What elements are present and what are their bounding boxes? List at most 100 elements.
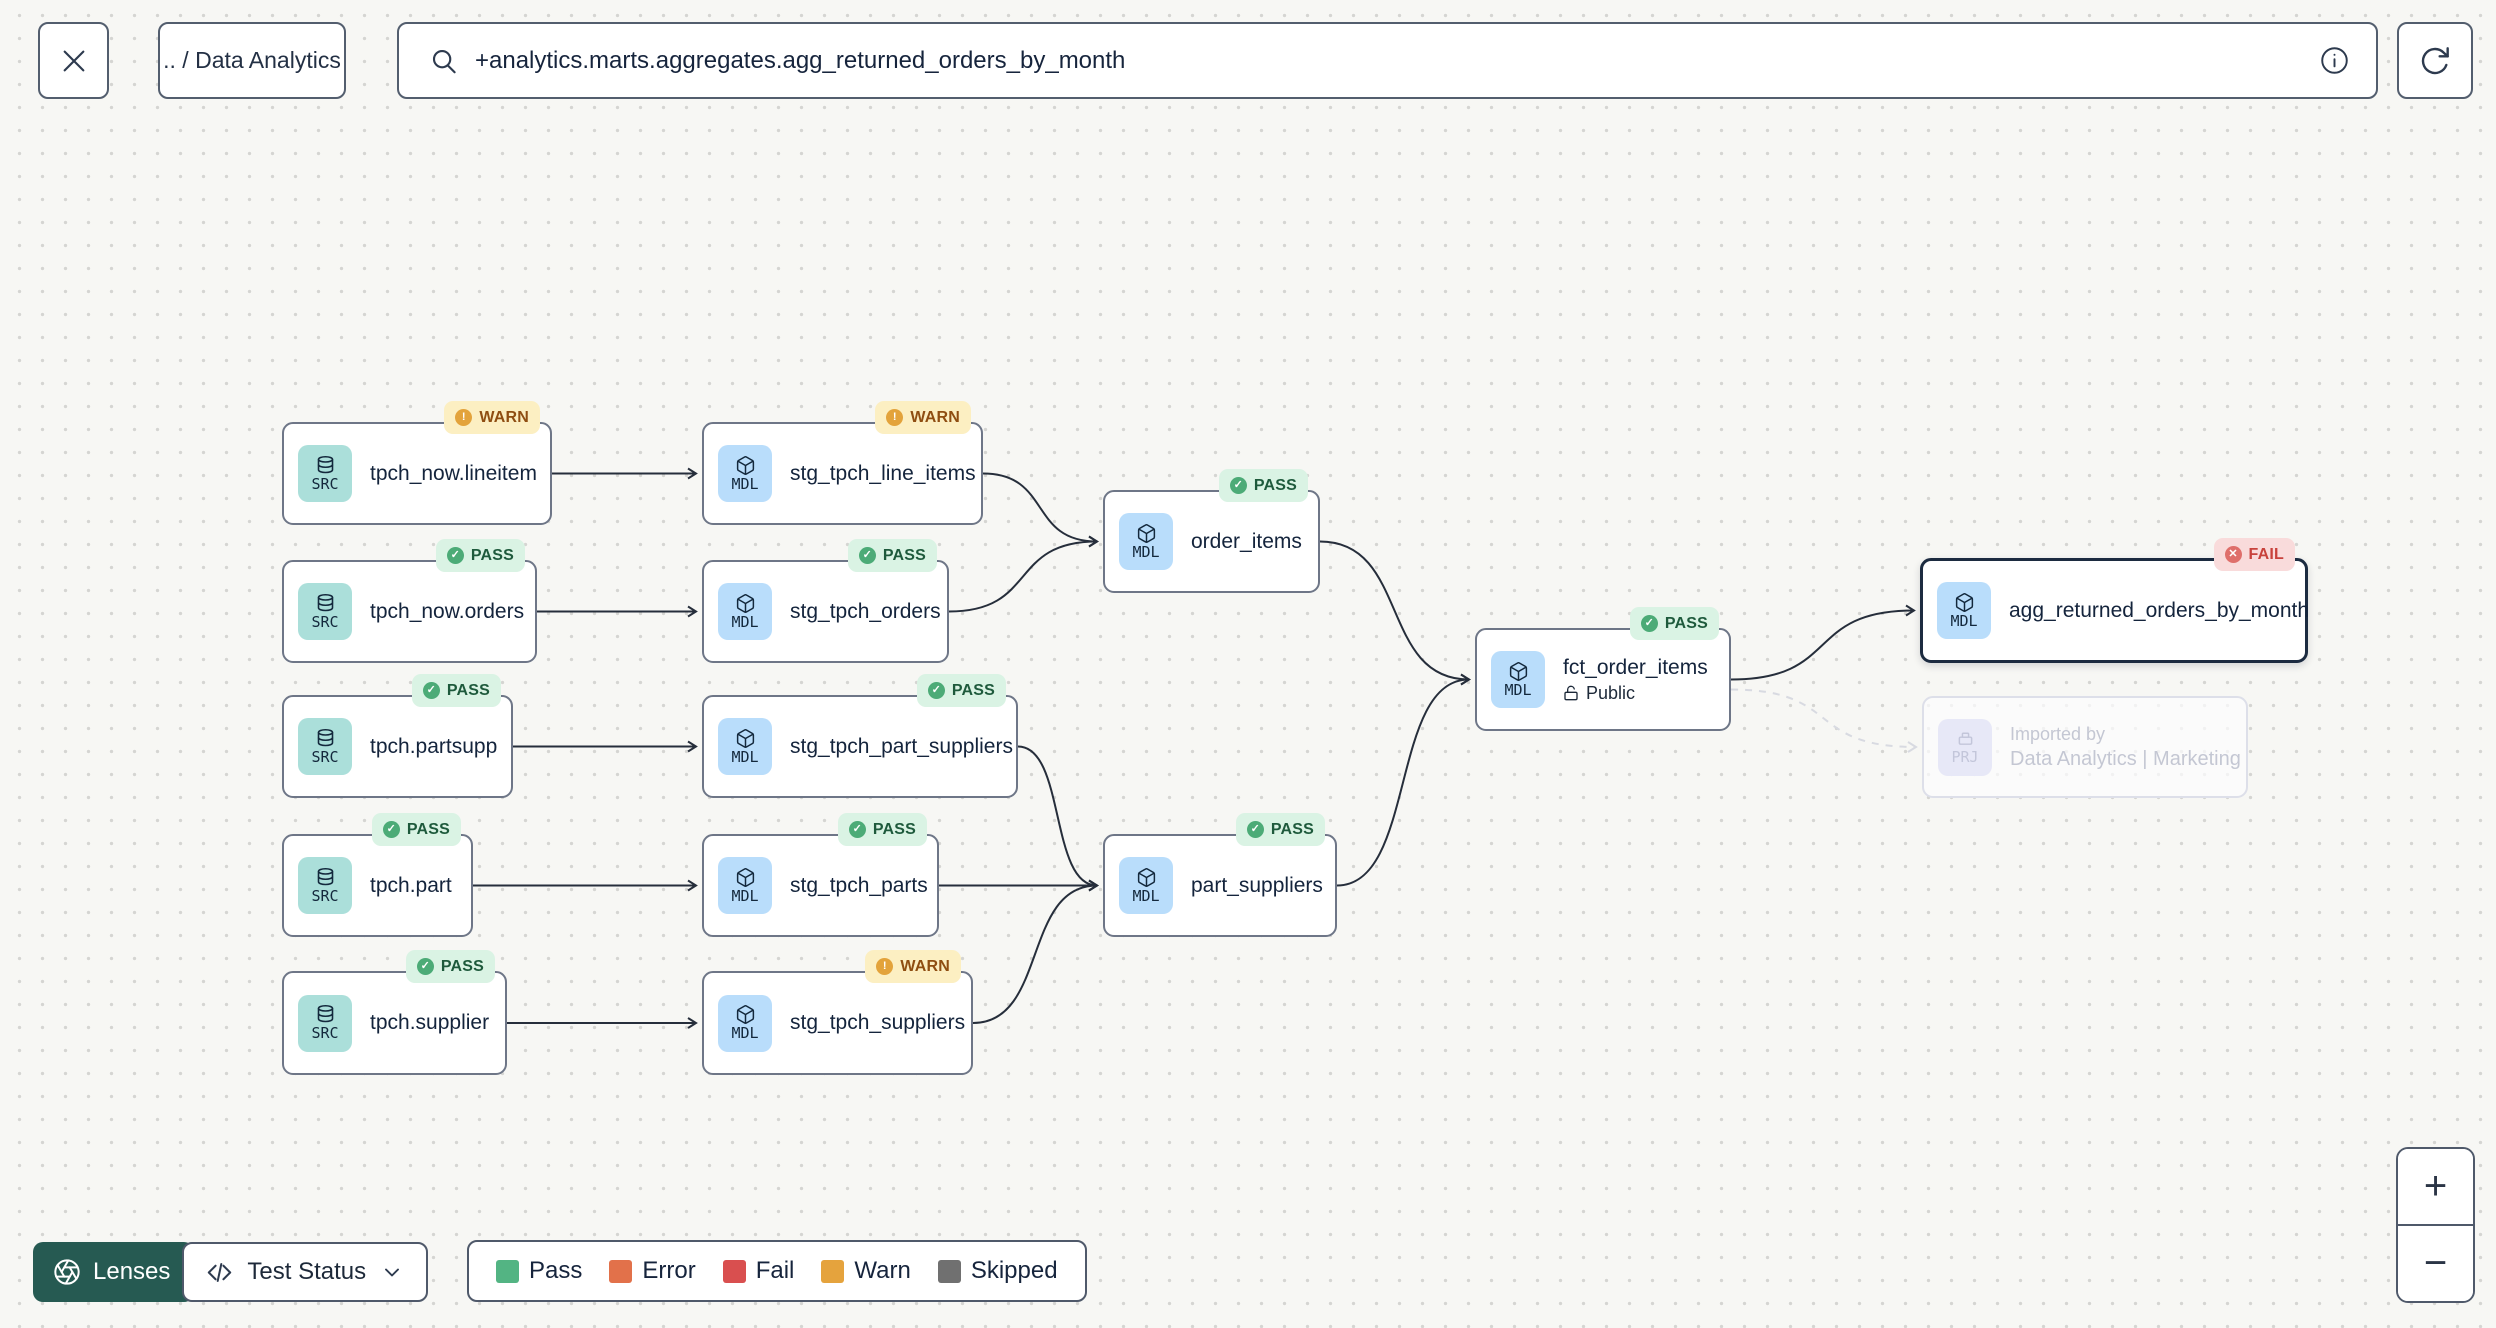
legend-item-pass: Pass xyxy=(496,1257,582,1285)
node-type-label: MDL xyxy=(1132,542,1160,561)
node-title: stg_tpch_parts xyxy=(790,873,928,897)
status-badge-pass: ✓PASS xyxy=(1218,469,1308,502)
aperture-icon xyxy=(53,1258,81,1286)
legend-label: Error xyxy=(642,1257,696,1284)
model-cube-icon: MDL xyxy=(718,583,772,640)
node-text: stg_tpch_parts xyxy=(790,874,936,898)
legend-item-skipped: Skipped xyxy=(937,1257,1058,1285)
status-badge-icon: ✓ xyxy=(1229,477,1247,494)
node-type-label: MDL xyxy=(731,474,759,493)
legend-label: Warn xyxy=(854,1257,911,1284)
search-icon xyxy=(429,46,459,76)
status-badge-label: FAIL xyxy=(2248,545,2284,563)
node-type-label: SRC xyxy=(311,474,339,493)
status-badge-label: PASS xyxy=(951,681,995,699)
status-badge-pass: ✓ PASS xyxy=(916,674,1006,707)
graph-node-stg_tpch_orders[interactable]: MDL stg_tpch_orders ✓PASS xyxy=(702,539,949,663)
status-badge-pass: ✓ PASS xyxy=(1629,607,1719,640)
lenses-button[interactable]: Lenses xyxy=(33,1242,195,1302)
search-bar[interactable] xyxy=(397,22,2378,99)
breadcrumb[interactable]: .. / Data Analytics xyxy=(158,22,346,99)
zoom-in-button[interactable]: + xyxy=(2398,1149,2473,1224)
status-badge-icon: ! xyxy=(886,409,904,426)
refresh-icon xyxy=(2419,45,2451,77)
node-text: tpch_now.orders xyxy=(370,600,532,624)
lens-control-group: Lenses Test Status xyxy=(33,1242,429,1302)
legend-swatch-skipped xyxy=(937,1259,961,1283)
status-badge-label: WARN xyxy=(479,408,529,426)
node-text: stg_tpch_suppliers xyxy=(790,1011,973,1035)
status-badge-icon: ! xyxy=(876,958,894,975)
model-cube-icon: MDL xyxy=(718,994,772,1052)
node-type-label: SRC xyxy=(311,886,339,905)
node-type-label: MDL xyxy=(1950,611,1978,630)
status-badge-pass: ✓ PASS xyxy=(405,950,495,983)
status-badge-label: PASS xyxy=(1270,820,1314,838)
breadcrumb-label: .. / Data Analytics xyxy=(163,47,341,73)
status-badge-icon: ✓ xyxy=(416,958,434,975)
graph-node-stg_tpch_line_items[interactable]: MDL stg_tpch_line_items! WARN xyxy=(702,401,984,525)
legend-label: Skipped xyxy=(970,1257,1058,1284)
status-badge-pass: ✓PASS xyxy=(847,539,937,572)
status-badge-pass: ✓PASS xyxy=(837,813,927,846)
node-title: stg_tpch_line_items xyxy=(790,461,976,485)
node-text: tpch.partsupp xyxy=(370,735,505,759)
node-text: tpch.supplier xyxy=(370,1011,497,1035)
lineage-edge-stg_tpch_suppliers-to-part_suppliers xyxy=(972,879,1099,1024)
graph-node-part_suppliers[interactable]: MDL part_suppliers ✓PASS xyxy=(1103,813,1337,937)
node-text: tpch_now.lineitem xyxy=(370,462,545,486)
model-cube-icon: MDL xyxy=(1119,513,1173,570)
model-cube-icon: MDL xyxy=(1937,582,1991,639)
graph-node-tpch_now.lineitem[interactable]: SRC tpch_now.lineitem !WARN xyxy=(282,401,552,525)
zoom-out-button[interactable]: − xyxy=(2398,1224,2473,1301)
status-badge-label: PASS xyxy=(440,957,484,975)
model-cube-icon: MDL xyxy=(1119,857,1173,914)
close-button[interactable] xyxy=(38,22,109,99)
lineage-edge-order_items-to-fct_order_items xyxy=(1319,540,1471,686)
lineage-edge-stg_tpch_part_suppliers-to-part_suppliers xyxy=(1017,745,1099,892)
status-badge-icon: ✓ xyxy=(1640,615,1658,632)
node-text: stg_tpch_orders xyxy=(790,600,949,624)
status-badge-icon: ✓ xyxy=(927,682,945,699)
status-badge-label: WARN xyxy=(910,408,960,426)
legend-swatch-fail xyxy=(722,1259,746,1283)
node-title: tpch.partsupp xyxy=(370,734,498,758)
lens-selector-dropdown[interactable]: Test Status xyxy=(182,1242,429,1302)
node-title: part_suppliers xyxy=(1191,873,1323,897)
search-input[interactable] xyxy=(473,45,2319,76)
node-title: tpch_now.orders xyxy=(370,599,525,623)
node-type-label: SRC xyxy=(311,612,339,631)
node-visibility: Public xyxy=(1563,683,1708,704)
refresh-button[interactable] xyxy=(2397,22,2473,99)
node-text: stg_tpch_line_items xyxy=(790,462,984,486)
info-icon[interactable] xyxy=(2319,45,2350,76)
node-text: agg_returned_orders_by_month xyxy=(2009,599,2317,623)
lens-selector-label: Test Status xyxy=(247,1258,367,1285)
node-imported-by-label: Imported by xyxy=(2010,723,2106,744)
lineage-edge-stg_tpch_orders-to-order_items xyxy=(948,535,1099,613)
status-badge-pass: ✓PASS xyxy=(1235,813,1325,846)
status-badge-label: PASS xyxy=(1664,614,1708,632)
zoom-control: + − xyxy=(2396,1147,2475,1303)
node-type-label: MDL xyxy=(731,1024,759,1042)
status-badge-warn: !WARN xyxy=(444,401,540,434)
node-title: tpch.supplier xyxy=(370,1011,490,1034)
node-type-label: SRC xyxy=(311,747,339,766)
status-badge-pass: ✓PASS xyxy=(411,674,501,707)
database-icon: SRC xyxy=(298,445,352,502)
node-title: tpch.part xyxy=(370,873,452,897)
graph-node-tpch.partsupp[interactable]: SRC tpch.partsupp ✓PASS xyxy=(282,674,513,798)
lock-open-icon xyxy=(1563,685,1579,701)
node-project-name: Data Analytics | Marketing xyxy=(2010,747,2241,770)
